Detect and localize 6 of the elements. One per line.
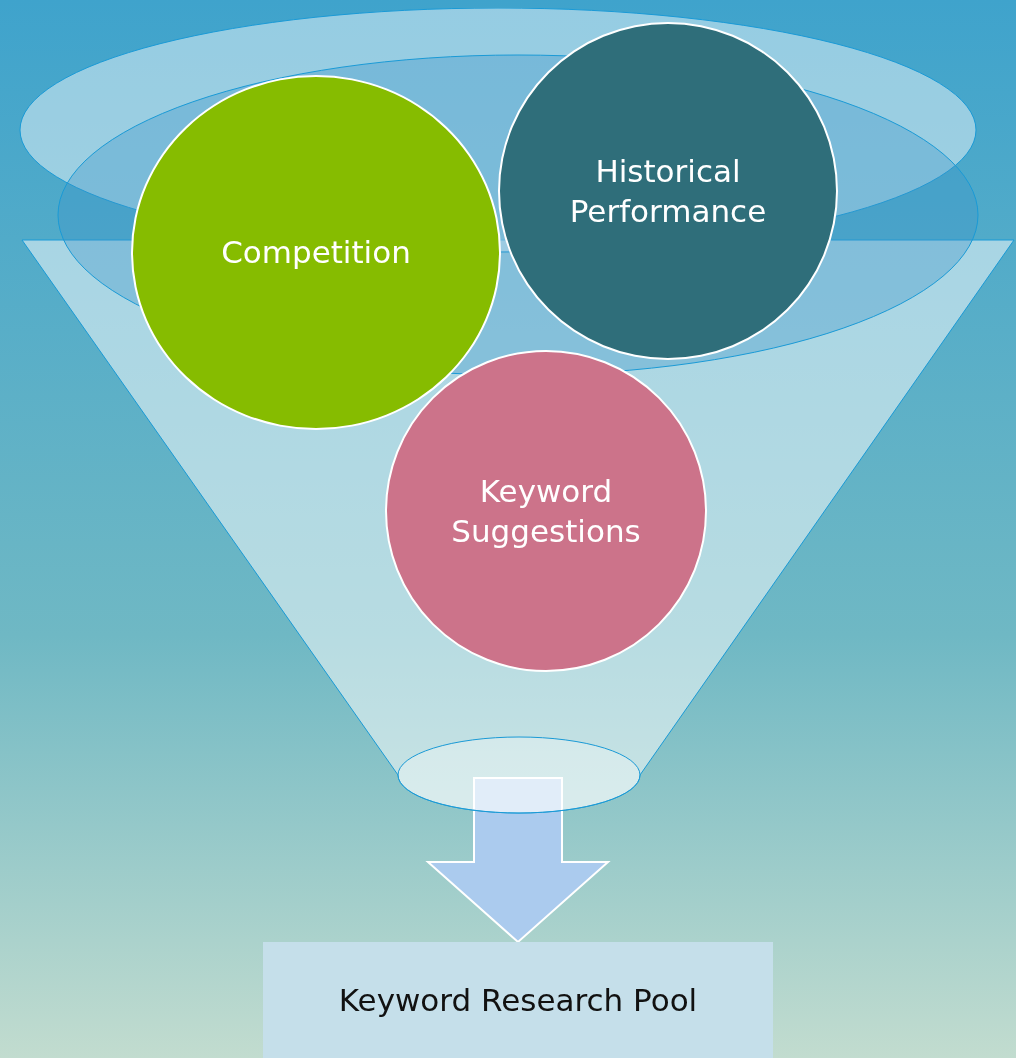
circle-label: Competition <box>220 233 412 273</box>
result-box <box>263 942 773 1058</box>
circle-label: Keyword Suggestions <box>450 471 642 551</box>
box-label: Keyword Research Pool <box>338 982 698 1018</box>
block-arrow <box>425 777 611 944</box>
circle-label: Historical Performance <box>568 151 768 231</box>
